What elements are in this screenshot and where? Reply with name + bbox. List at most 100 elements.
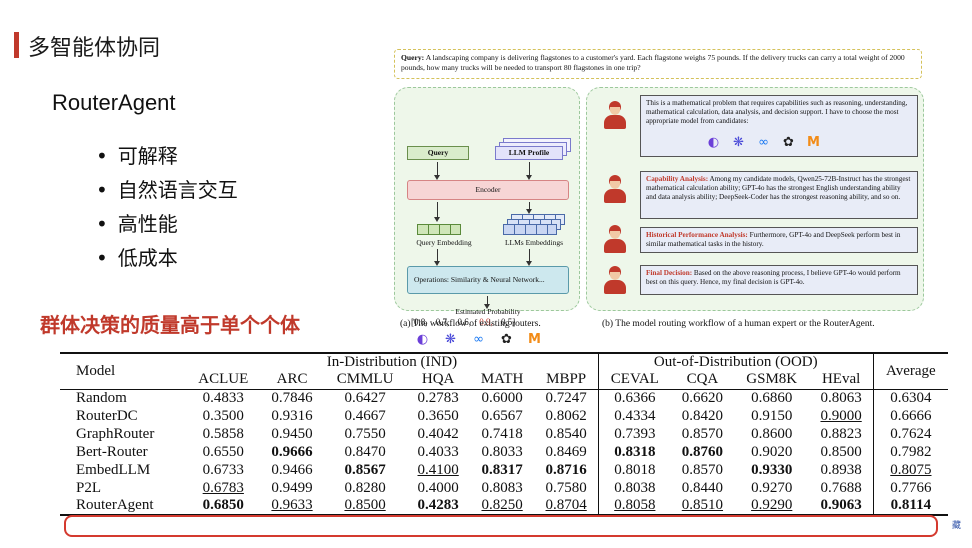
mistral-logo-icon: M: [528, 332, 541, 347]
highlight-statement: 群体决策的质量高于单个个体: [40, 313, 300, 337]
column-header: HQA: [421, 371, 455, 388]
score-cell: 0.6850: [202, 497, 244, 513]
score-cell: 0.4033: [417, 443, 459, 460]
ind-group-header: In-Distribution (IND): [326, 354, 458, 370]
column-header: MATH: [480, 371, 524, 388]
probability-values: [0.8, 0.7, 0.6, 0.9, 0.5]: [411, 317, 515, 327]
column-header: HEval: [821, 371, 861, 388]
score-cell: 0.5858: [202, 425, 244, 442]
bubble-text: Furthermore, GPT-4o and DeepSeek perform…: [646, 231, 901, 248]
routeragent-row-highlight: [64, 515, 938, 537]
probability-value: [0.8,: [411, 317, 428, 327]
bullet-item: 低成本: [96, 241, 238, 275]
score-cell: 0.8760: [681, 443, 724, 460]
expert-avatar-icon: [602, 101, 628, 131]
llm-embedding-vector: [503, 224, 557, 235]
score-cell: 0.8083: [481, 479, 523, 496]
score-cell: 0.7393: [597, 425, 671, 443]
final-decision-bubble: Final Decision: Based on the above reaso…: [640, 265, 918, 295]
score-cell: 0.8440: [681, 479, 724, 496]
score-cell: 0.8318: [597, 443, 671, 461]
score-cell: 0.8567: [344, 461, 386, 478]
section-subtitle: RouterAgent: [52, 90, 176, 115]
deepseek-logo-icon: ◐: [707, 135, 720, 150]
score-cell: 0.9330: [751, 461, 793, 478]
score-cell: 0.9020: [751, 443, 793, 460]
score-cell: 0.8280: [344, 479, 386, 496]
flow-arrow: [434, 162, 440, 180]
bubble-heading: Capability Analysis:: [646, 175, 709, 183]
score-cell: 0.8500: [820, 443, 862, 460]
bubble-text: This is a mathematical problem that requ…: [646, 99, 908, 125]
score-cell: 0.7846: [271, 389, 313, 406]
score-cell: 0.9150: [751, 407, 793, 424]
side-mark: 藏: [952, 521, 962, 531]
score-cell: 0.4000: [417, 479, 459, 496]
score-cell: 0.7418: [481, 425, 523, 442]
score-cell: 0.7550: [344, 425, 386, 442]
model-column-header: Model: [76, 362, 116, 379]
score-cell: 0.8469: [545, 443, 587, 460]
model-name-cell: RouterAgent: [76, 497, 154, 513]
bullet-item: 高性能: [96, 207, 238, 241]
score-cell: 0.6427: [344, 389, 386, 406]
flow-arrow: [526, 162, 532, 180]
score-cell: 0.8600: [751, 425, 793, 442]
figure-caption-b: (b) The model routing workflow of a huma…: [602, 319, 875, 329]
score-cell: 0.6000: [481, 389, 523, 406]
column-header: MBPP: [546, 371, 587, 388]
meta-logo-icon: ∞: [758, 135, 769, 150]
score-cell: 0.9270: [751, 479, 793, 496]
query-box: Query: A landscaping company is deliveri…: [394, 49, 922, 79]
score-cell: 0.6567: [481, 407, 523, 424]
probability-value: 0.6,: [457, 317, 472, 327]
score-cell: 0.9666: [271, 443, 313, 460]
results-table: Model In-Distribution (IND) Out-of-Distr…: [60, 352, 948, 516]
flow-arrow: [484, 296, 490, 309]
average-column-header: Average: [872, 353, 948, 389]
model-name-cell: Bert-Router: [76, 443, 148, 460]
page-title: 多智能体协同: [28, 36, 161, 61]
model-name-cell: RouterDC: [76, 407, 138, 424]
capability-analysis-bubble: Capability Analysis: Among my candidate …: [640, 171, 918, 219]
score-cell: 0.8250: [481, 497, 523, 513]
model-icons: ◐ ❋ ∞ ✿ M: [415, 332, 542, 347]
score-cell: 0.3650: [417, 407, 459, 424]
candidate-model-icons: ◐ ❋ ∞ ✿ M: [706, 135, 821, 150]
score-cell: 0.8716: [545, 461, 587, 478]
score-cell: 0.7982: [872, 443, 948, 461]
score-cell: 0.8510: [681, 497, 724, 513]
flow-arrow: [434, 202, 440, 222]
qwen-logo-icon: ❋: [733, 135, 744, 150]
expert-avatar-icon: [602, 266, 628, 296]
model-name-cell: GraphRouter: [76, 425, 155, 442]
score-cell: 0.3500: [202, 407, 244, 424]
score-cell: 0.4283: [417, 497, 459, 513]
score-cell: 0.8058: [597, 497, 671, 515]
score-cell: 0.8038: [597, 479, 671, 497]
flow-arrow: [526, 202, 532, 214]
score-cell: 0.8075: [872, 461, 948, 479]
score-cell: 0.8570: [681, 425, 724, 442]
score-cell: 0.6860: [751, 389, 793, 406]
deepseek-logo-icon: ◐: [416, 332, 429, 347]
score-cell: 0.6550: [202, 443, 244, 460]
score-cell: 0.8114: [872, 497, 948, 515]
bubble-text: Based on the above reasoning process, I …: [646, 269, 901, 286]
query-text: A landscaping company is delivering flag…: [401, 53, 905, 72]
mistral-logo-icon: M: [807, 135, 820, 150]
score-cell: 0.6366: [597, 389, 671, 407]
score-cell: 0.9063: [820, 497, 862, 513]
existing-router-panel: Query LLM Profile Encoder Query Embeddin…: [394, 87, 580, 347]
score-cell: 0.4833: [202, 389, 244, 406]
score-cell: 0.9290: [751, 497, 793, 513]
score-cell: 0.8500: [344, 497, 386, 513]
bubble-heading: Final Decision:: [646, 269, 693, 277]
score-cell: 0.8470: [344, 443, 386, 460]
estimated-probability-label: Estimated Probability: [455, 307, 521, 316]
score-cell: 0.8704: [545, 497, 587, 513]
